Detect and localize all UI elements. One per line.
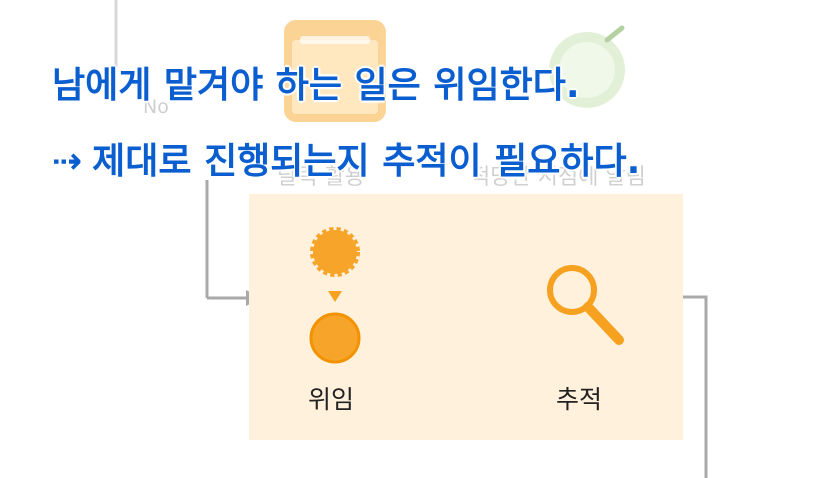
magnifier-icon (547, 265, 624, 345)
no-branch-label: No (143, 96, 169, 118)
delegate-icon (309, 227, 361, 364)
calendar-icon (284, 20, 386, 122)
clock-icon (549, 25, 625, 108)
delegate-down-triangle (328, 291, 342, 302)
headline-delegate: 남에게 맡겨야 하는 일은 위임한다. (52, 65, 580, 106)
track-caption: 추적 (556, 385, 603, 414)
delegate-source-circle (310, 227, 360, 277)
headline-track-text: 제대로 진행되는지 추적이 필요하다. (92, 141, 641, 182)
headline-track: ⇢제대로 진행되는지 추적이 필요하다. (52, 132, 640, 184)
dashed-arrow-icon: ⇢ (52, 141, 83, 182)
delegate-target-circle (309, 312, 361, 364)
delegate-caption: 위임 (308, 385, 355, 414)
reminder-step-label: 적당한 시점에 알림 (470, 165, 646, 190)
calendar-step-label: 달력 활용 (277, 165, 365, 190)
